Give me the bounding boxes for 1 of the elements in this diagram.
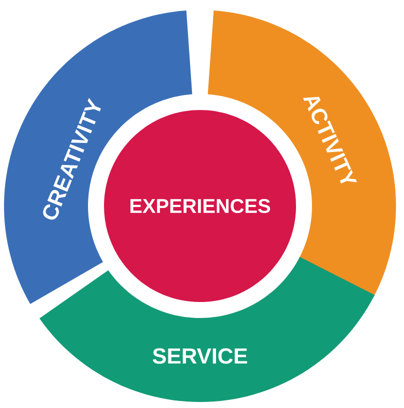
ring-segment: SERVICE (39, 256, 375, 402)
